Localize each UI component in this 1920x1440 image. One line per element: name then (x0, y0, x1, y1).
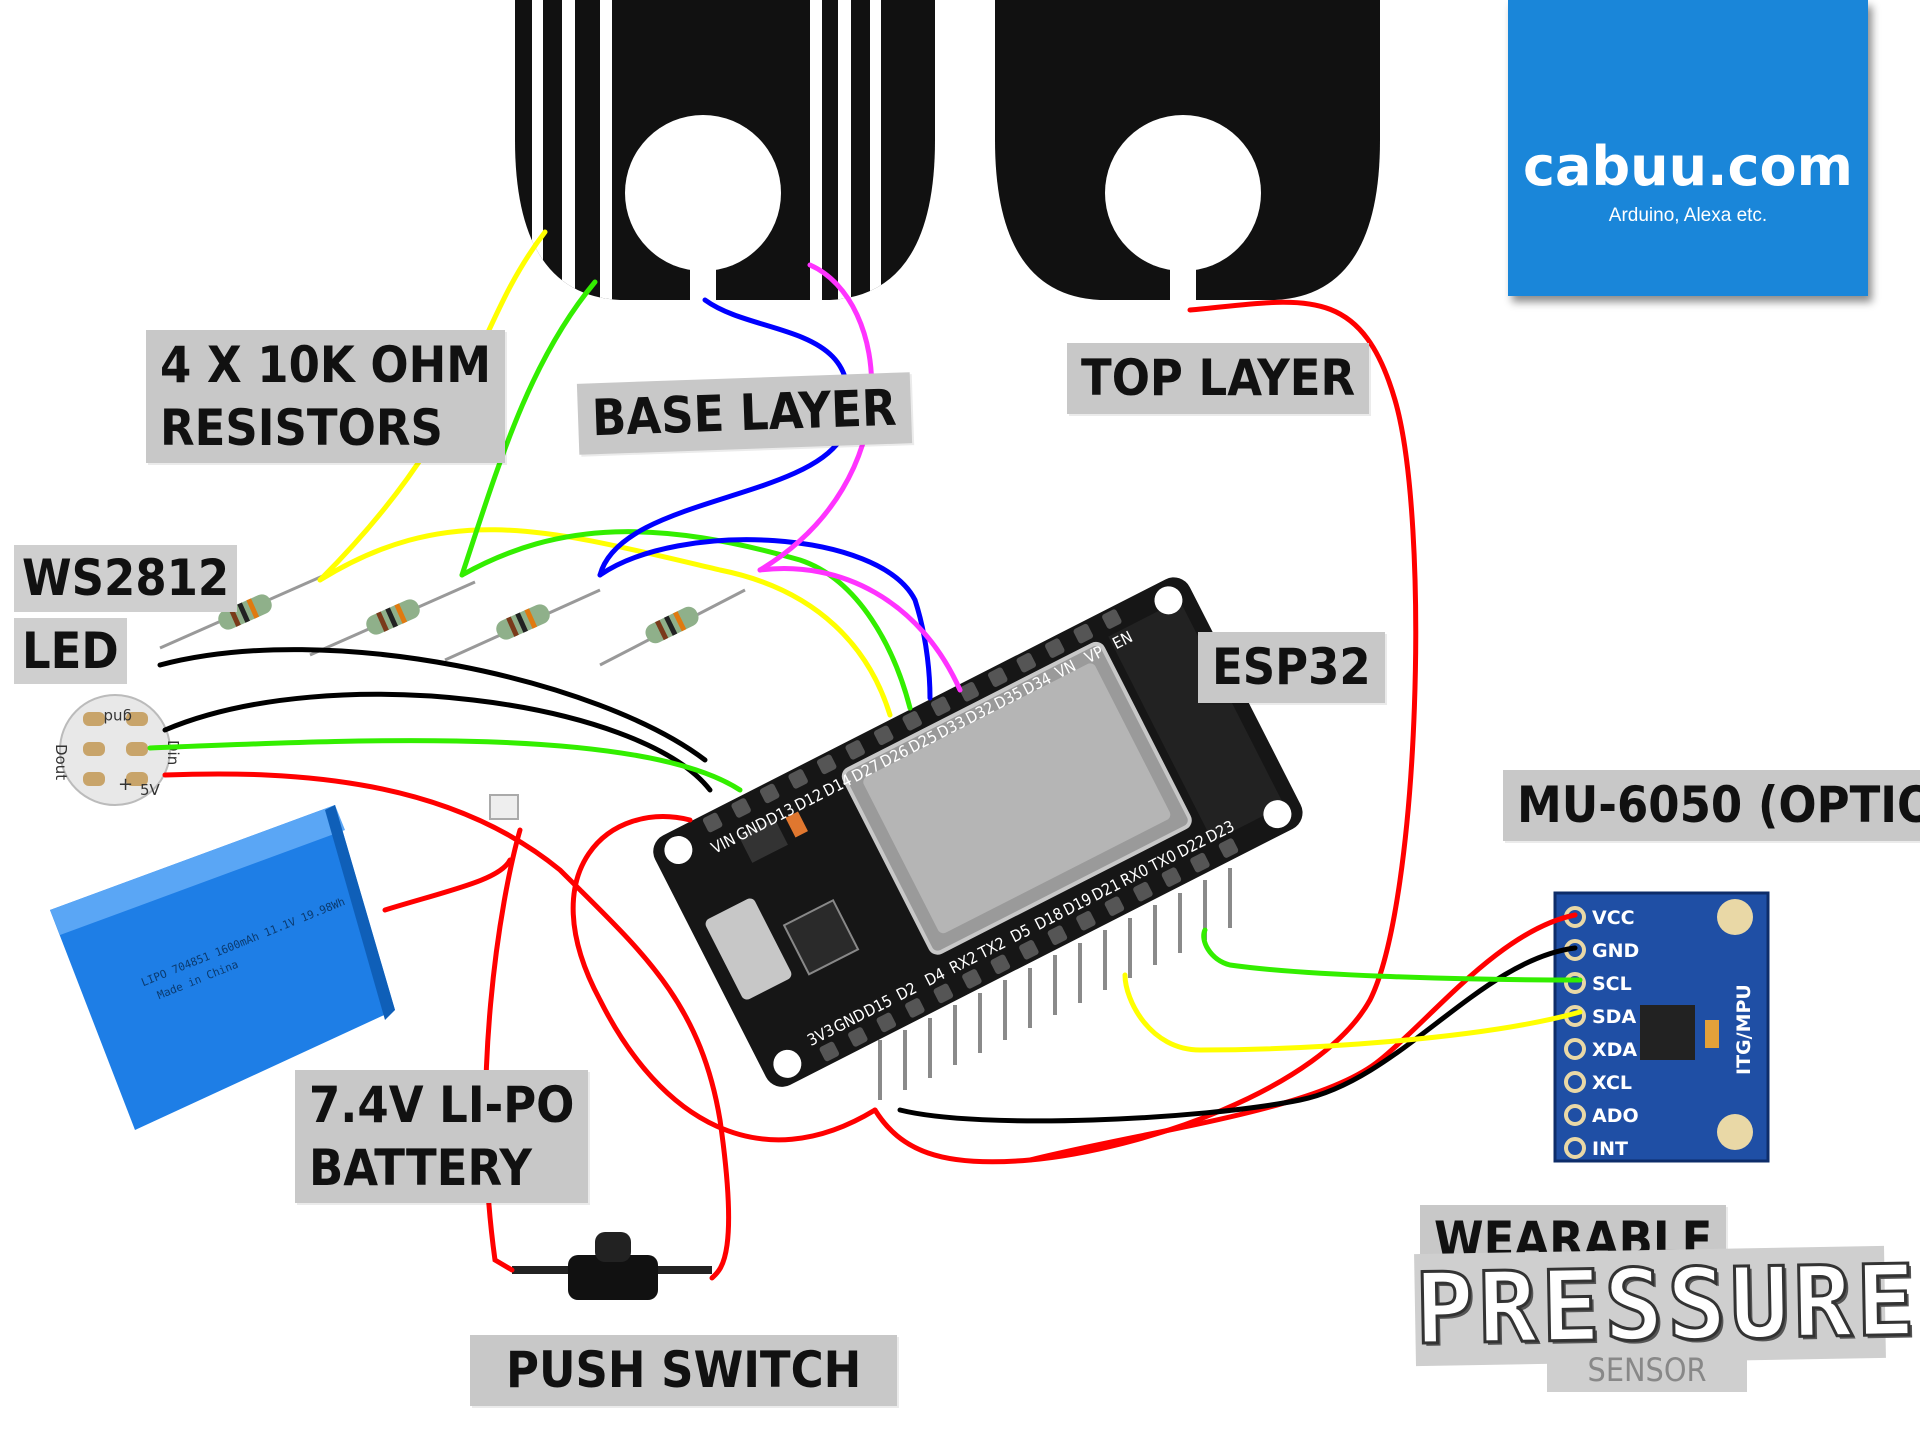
wire-red-led-5v (162, 771, 732, 1281)
mpu-pin-int: INT (1592, 1138, 1628, 1160)
resistor-bodies (218, 594, 699, 644)
title-sensor: SENSOR (1547, 1348, 1747, 1392)
battery-label: 7.4V LI-PO BATTERY (295, 1070, 589, 1203)
led-pin-5v: 5V (140, 781, 161, 799)
mpu-board-text: ITG/MPU (1733, 984, 1755, 1075)
wire-black-mpu-gnd (897, 945, 1578, 1124)
resistors-label-line1: 4 X 10K OHM (160, 336, 492, 394)
led-label-line1: WS2812 (14, 545, 238, 612)
wire-green-esp (459, 529, 913, 711)
mpu-pin-gnd: GND (1592, 940, 1639, 962)
wire-red-top-layer (872, 299, 1419, 1165)
lipo-battery: LIPO 704851 1600mAh 11.1V 19.98Wh Made i… (50, 794, 519, 1130)
wire-yellow-esp (317, 527, 893, 718)
wires (147, 229, 1583, 1281)
wire-red-battery (382, 857, 513, 913)
wire-blue-esp (597, 537, 933, 701)
top-layer-electrode (995, 0, 1380, 301)
wire-green-led-din (147, 738, 743, 793)
mpu6050-pin-labels: VCC GND SCL SDA XDA XCL ADO INT (1564, 906, 1639, 1160)
mpu-pin-pad-xda (1564, 1038, 1586, 1060)
mpu-pin-pad-ado (1564, 1104, 1586, 1126)
base-layer-label: BASE LAYER (576, 372, 912, 455)
led-pin-din: Din (164, 740, 182, 765)
led-label: WS2812 LED (14, 545, 238, 684)
base-layer-electrode (515, 0, 935, 301)
wire-red-switch (483, 827, 523, 1273)
resistors-label: 4 X 10K OHM RESISTORS (146, 330, 506, 463)
battery-label-line2: BATTERY (309, 1138, 532, 1197)
wire-magenta-esp (757, 566, 963, 693)
wire-black-resistor (157, 647, 708, 763)
wire-red-mpu-vcc (1027, 912, 1578, 1163)
mpu-pin-ado: ADO (1592, 1105, 1639, 1127)
mpu-pin-xcl: XCL (1592, 1072, 1632, 1094)
brand-tagline: Arduino, Alexa etc. (1608, 205, 1768, 226)
wire-red-vin (570, 814, 878, 1143)
esp32-board: ENVPVND34D35D32D33D25D26D27D14D12D13GNDV… (653, 577, 1303, 1100)
mpu-label: MU-6050 (OPTIONAL) (1503, 770, 1920, 841)
brand-name: cabuu.com (1523, 135, 1853, 198)
led-pin-dout: Dout (52, 744, 70, 780)
mpu-pin-scl: SCL (1592, 973, 1632, 995)
led-label-line2: LED (14, 617, 127, 684)
top-layer-label: TOP LAYER (1067, 343, 1370, 414)
battery-label-line1: 7.4V LI-PO (309, 1076, 575, 1134)
brand-badge: cabuu.com Arduino, Alexa etc. (1508, 0, 1868, 296)
wire-black-led-gnd (162, 691, 713, 793)
mpu-pin-vcc: VCC (1592, 907, 1635, 929)
mpu-pin-pad-xcl (1564, 1071, 1586, 1093)
push-switch (512, 1232, 712, 1300)
wire-yellow-mpu-sda (1122, 972, 1583, 1053)
mpu-pin-sda: SDA (1592, 1006, 1636, 1028)
resistors-label-line2: RESISTORS (160, 398, 443, 457)
wire-green-mpu-scl (1201, 927, 1583, 983)
ws2812-led: gnd Dout Din + 5V (52, 694, 182, 806)
push-switch-label: PUSH SWITCH (470, 1335, 898, 1406)
mpu-pin-pad-scl (1564, 972, 1586, 994)
led-pin-plus: + (118, 774, 133, 795)
led-pin-gnd: gnd (103, 708, 132, 726)
mpu6050-board: VCC GND SCL SDA XDA XCL ADO INT ITG/MPU (1553, 891, 1770, 1163)
esp32-label: ESP32 (1198, 632, 1385, 703)
mpu-pin-pad-int (1564, 1137, 1586, 1159)
wire-green-resistor (459, 279, 598, 578)
mpu-pin-xda: XDA (1592, 1039, 1637, 1061)
